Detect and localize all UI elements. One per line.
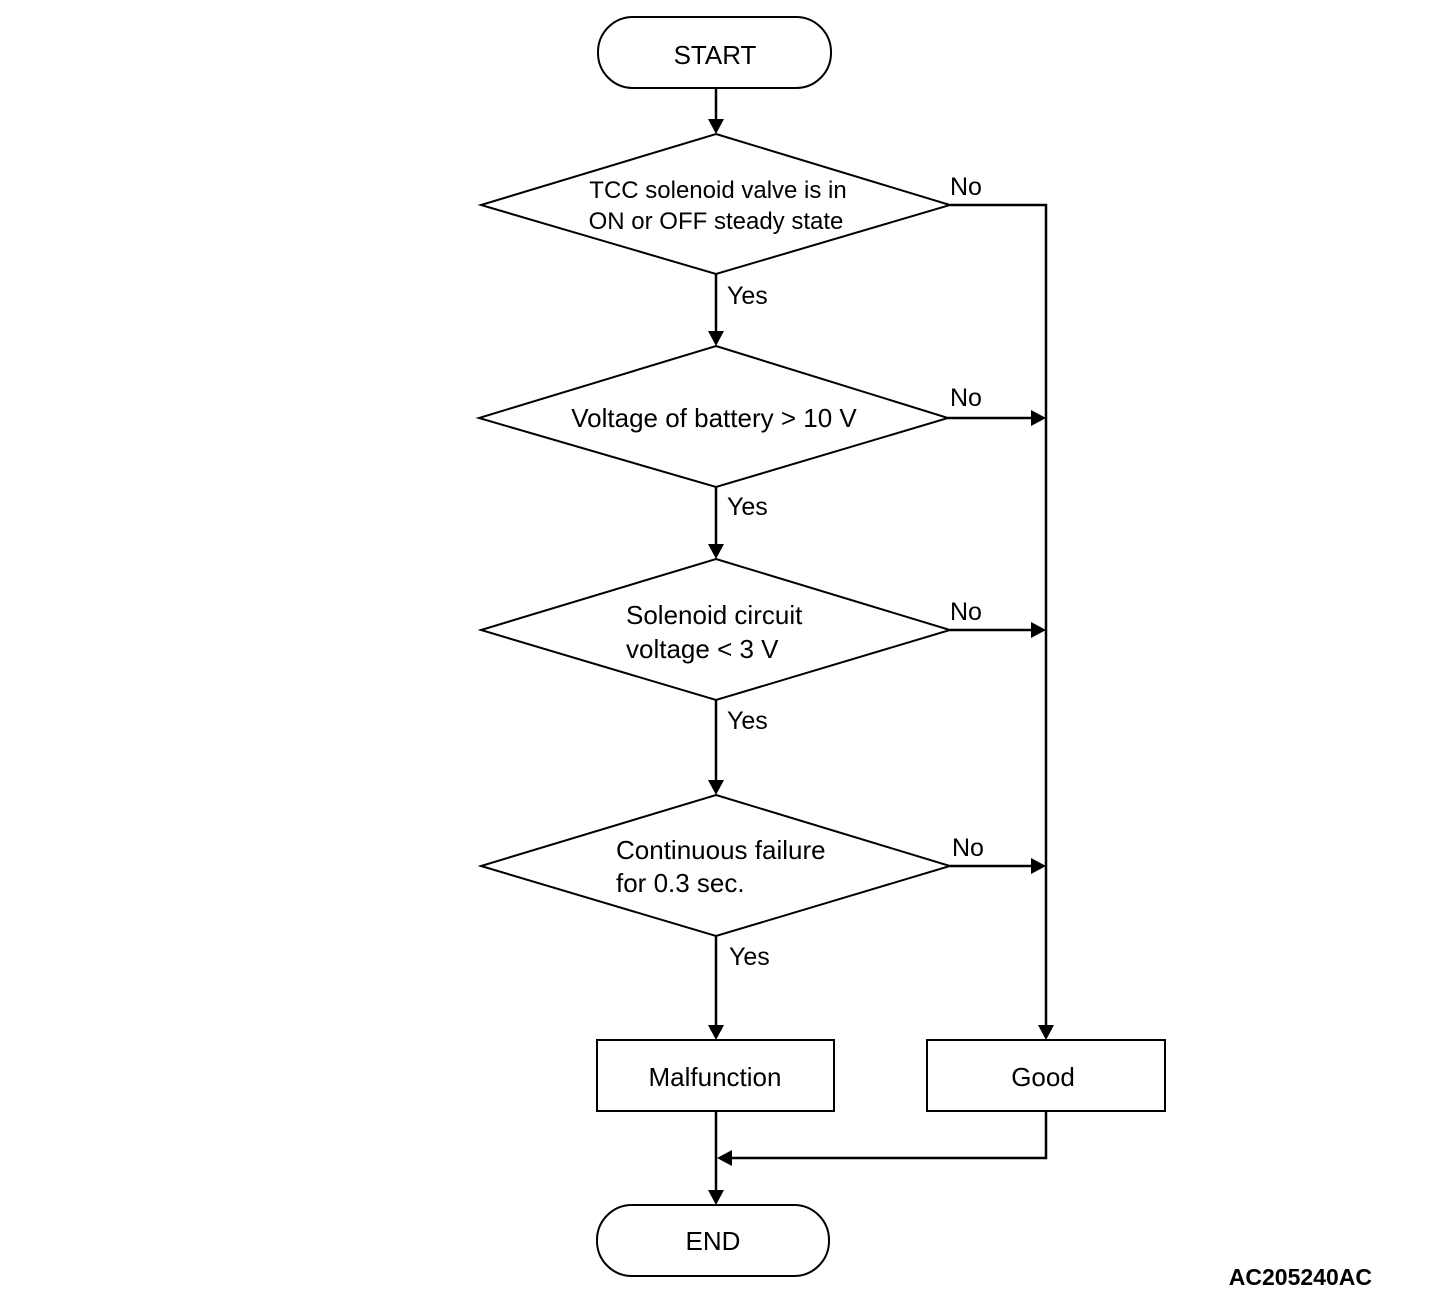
decision-3-line-2: voltage < 3 V: [626, 634, 779, 664]
decision-4-no-label: No: [952, 834, 984, 862]
decision-4-yes-label: Yes: [729, 943, 770, 971]
arrowhead-d2-no: [1031, 410, 1046, 426]
decision-3-yes-label: Yes: [727, 707, 768, 735]
arrowhead-end: [708, 1190, 724, 1205]
start-terminal: START: [597, 16, 832, 89]
arrowhead-d3-no: [1031, 622, 1046, 638]
start-label: START: [674, 40, 757, 70]
arrowhead-d4: [708, 780, 724, 795]
decision-continuous-failure: Continuous failure for 0.3 sec.: [477, 793, 954, 938]
decision-tcc-steady-state: TCC solenoid valve is in ON or OFF stead…: [477, 132, 954, 276]
good-box: Good: [926, 1039, 1166, 1112]
decision-4-line-1: Continuous failure: [616, 835, 826, 865]
decision-1-yes-label: Yes: [727, 282, 768, 310]
arrowhead-d4-no: [1031, 858, 1046, 874]
good-label: Good: [1011, 1062, 1075, 1092]
arrowhead-d3: [708, 544, 724, 559]
end-terminal: END: [596, 1204, 830, 1277]
decision-1-no-label: No: [950, 173, 982, 201]
decision-2-no-label: No: [950, 384, 982, 412]
figure-code: AC205240AC: [1229, 1264, 1372, 1290]
decision-3-line-1: Solenoid circuit: [626, 600, 803, 630]
arrowhead-merge: [717, 1150, 732, 1166]
malfunction-box: Malfunction: [596, 1039, 835, 1112]
decision-3-no-label: No: [950, 598, 982, 626]
arrowhead-d1: [708, 119, 724, 134]
decision-4-line-2: for 0.3 sec.: [616, 868, 745, 898]
malfunction-label: Malfunction: [649, 1062, 782, 1092]
arrowhead-good: [1038, 1025, 1054, 1040]
end-label: END: [686, 1226, 741, 1256]
connector-good-to-merge: [731, 1111, 1048, 1160]
connector-d1-no: [950, 203, 1048, 1026]
decision-2-line-1: Voltage of battery > 10 V: [571, 403, 857, 433]
arrowhead-malfunction: [708, 1025, 724, 1040]
decision-solenoid-circuit-voltage: Solenoid circuit voltage < 3 V: [477, 557, 954, 702]
connectors: [708, 88, 1054, 1205]
decision-1-line-1: TCC solenoid valve is in: [589, 177, 846, 204]
decision-battery-voltage: Voltage of battery > 10 V: [475, 344, 952, 489]
arrowhead-d2: [708, 331, 724, 346]
decision-1-line-2: ON or OFF steady state: [589, 208, 844, 235]
decision-2-yes-label: Yes: [727, 493, 768, 521]
